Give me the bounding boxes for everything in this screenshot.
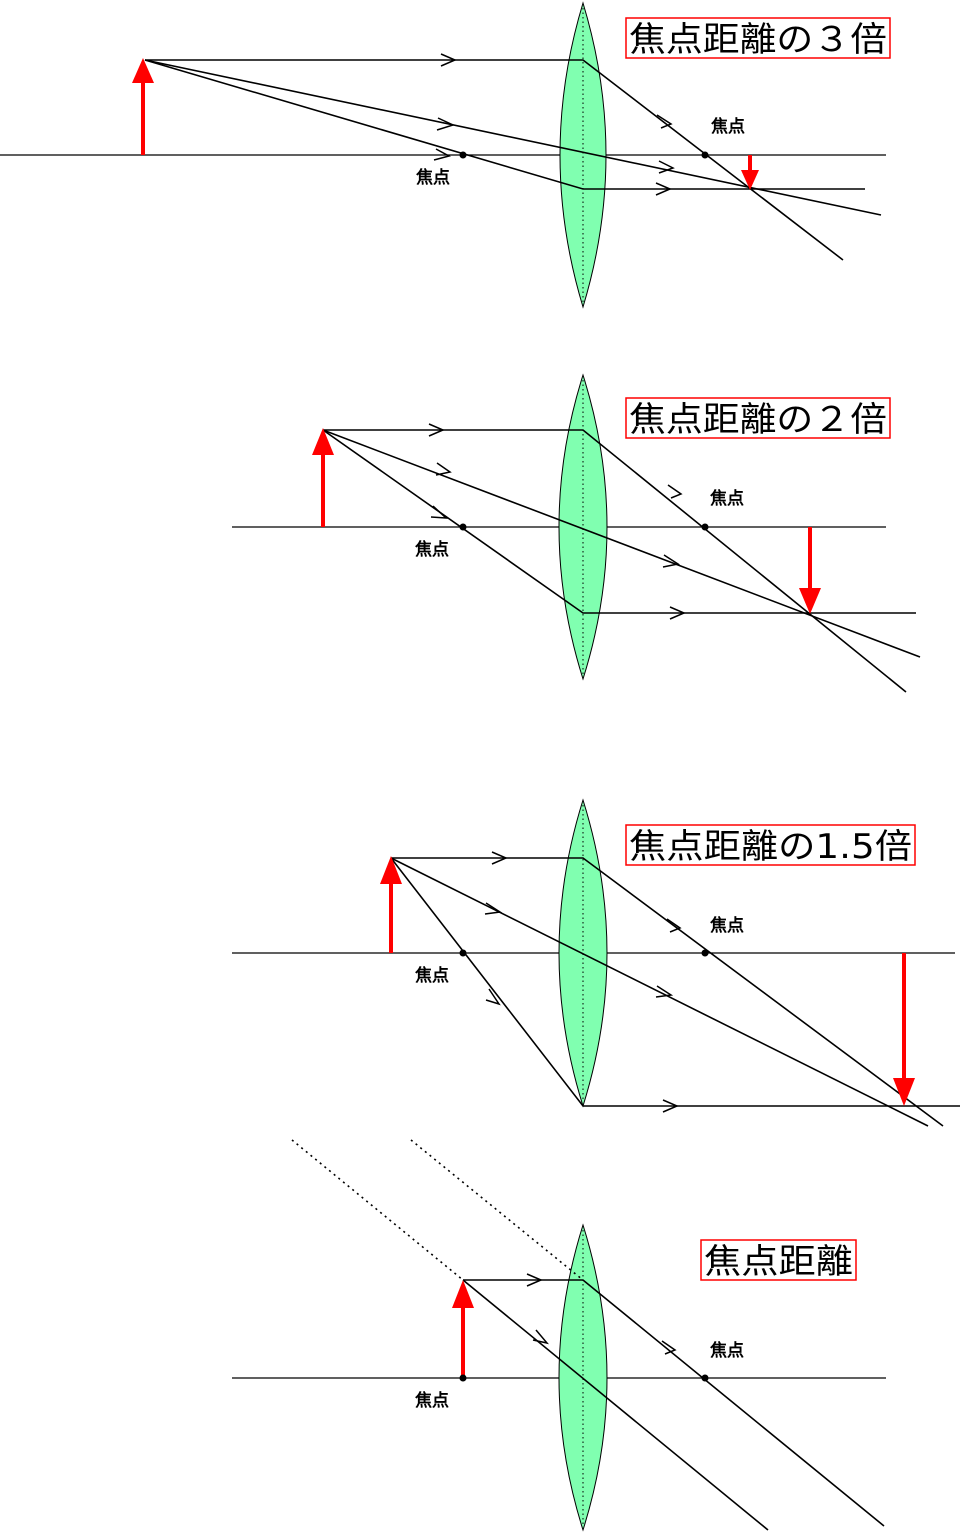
focal-point-left: [459, 949, 467, 957]
virtual-ray-extension: [291, 1139, 464, 1281]
focus-label-left: 焦点: [414, 539, 449, 560]
ray-direction-arrow: [658, 160, 675, 174]
ray-direction-arrow: [491, 851, 508, 865]
focal-point-left: [459, 523, 467, 531]
ray-direction-arrow: [526, 1273, 543, 1287]
focus-label-left: 焦点: [414, 1390, 449, 1411]
ray-center: [144, 59, 882, 216]
ray-direction-arrow: [655, 985, 674, 998]
focal-point-right: [701, 1374, 709, 1382]
ray-focal: [144, 59, 865, 190]
ray-direction-arrow: [430, 505, 449, 519]
image-arrowhead: [893, 1078, 915, 1106]
focus-label-right: 焦点: [710, 116, 745, 137]
ray-direction-arrow: [436, 117, 456, 131]
ray-focal: [390, 857, 960, 1107]
ray-direction-arrow: [435, 462, 452, 476]
focus-label-left: 焦点: [415, 167, 450, 188]
ray-parallel: [391, 857, 944, 1127]
image-arrowhead: [741, 170, 759, 190]
ray-center: [322, 429, 921, 658]
ray-direction-arrow: [656, 114, 673, 129]
ray-direction-arrow: [428, 423, 445, 437]
panel-title: 焦点距離の３倍: [629, 20, 887, 60]
panel-3x: 焦点 焦点 焦点距離の３倍: [0, 1, 891, 309]
ray-direction-arrow: [433, 148, 452, 161]
object-arrowhead: [132, 58, 154, 83]
title-box: [625, 397, 891, 439]
panel-1x: 焦点 焦点 焦点距離: [232, 1139, 886, 1532]
object-arrowhead: [452, 1280, 474, 1308]
focal-point-right: [701, 949, 709, 957]
panel-title: 焦点距離の1.5倍: [629, 827, 912, 867]
ray-focal: [322, 429, 916, 614]
focal-point-left: [459, 1374, 467, 1382]
ray-direction-arrow: [662, 1099, 679, 1113]
title-box: [625, 824, 916, 866]
title-box: [700, 1239, 857, 1281]
panel-title: 焦点距離: [704, 1242, 853, 1282]
ray-direction-arrow: [667, 484, 683, 499]
panel-title: 焦点距離の２倍: [629, 400, 887, 440]
ray-parallel: [145, 59, 844, 261]
convex-lens: [558, 373, 608, 681]
focal-point-left: [459, 151, 467, 159]
ray-parallel: [463, 1279, 885, 1527]
panel-1-5x: 焦点 焦点 焦点距離の1.5倍: [232, 798, 960, 1127]
image-arrowhead: [799, 588, 821, 614]
ray-parallel: [323, 429, 907, 693]
ray-direction-arrow: [669, 606, 686, 620]
ray-direction-arrow: [666, 918, 682, 933]
ray-direction-arrow: [532, 1329, 549, 1345]
focus-label-right: 焦点: [709, 915, 744, 936]
ray-direction-arrow: [655, 182, 672, 196]
ray-direction-arrow: [662, 554, 680, 568]
ray-center: [390, 857, 929, 1127]
focal-point-right: [701, 151, 709, 159]
focal-point-right: [701, 523, 709, 531]
focus-label-right: 焦点: [709, 1340, 744, 1361]
ray-direction-arrow: [484, 902, 503, 915]
convex-lens: [559, 1, 607, 309]
ray-direction-arrow: [440, 53, 457, 67]
ray-focal-center: [462, 1279, 769, 1531]
ray-direction-arrow: [485, 988, 501, 1006]
virtual-ray-extension: [410, 1139, 584, 1281]
panel-2x: 焦点 焦点 焦点距離の２倍: [232, 373, 921, 693]
focus-label-left: 焦点: [414, 965, 449, 986]
object-arrowhead: [380, 856, 402, 884]
ray-direction-arrow: [661, 1340, 677, 1355]
object-arrowhead: [312, 428, 334, 455]
title-box: [625, 17, 891, 59]
focus-label-right: 焦点: [709, 488, 744, 509]
